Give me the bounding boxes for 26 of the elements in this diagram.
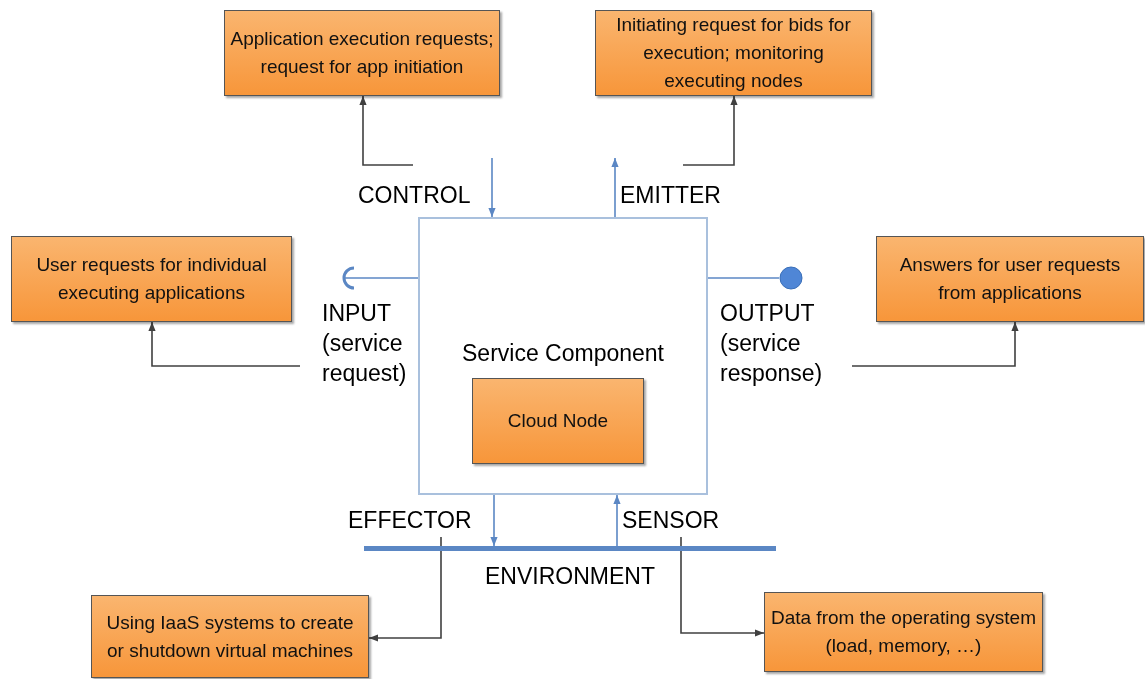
port-label: INPUT (service request): [300, 298, 418, 390]
port-label: EFFECTOR: [348, 505, 494, 537]
port-arrow: [488, 157, 496, 218]
note-box: Data from the operating system (load, memory, …): [764, 592, 1043, 672]
note-box: Initiating request for bids for execution; monitoring executing nodes: [595, 10, 872, 96]
component-title: Service Component: [461, 340, 665, 367]
port-label: OUTPUT (service response): [720, 298, 852, 390]
leader-arrow: [851, 321, 1019, 367]
port-arrow: [611, 157, 619, 218]
leader-arrow: [148, 321, 301, 367]
environment-label: ENVIRONMENT: [485, 563, 655, 590]
port-label: EMITTER: [620, 165, 742, 210]
note-box: Application execution requests; request for app initiation: [224, 10, 500, 96]
leader-arrow: [368, 536, 442, 642]
leader-arrow: [680, 536, 765, 637]
port-label: CONTROL: [358, 165, 490, 210]
leader-arrow: [682, 95, 738, 166]
leader-arrow: [359, 95, 414, 166]
flow-arrow: [613, 494, 621, 547]
note-box: Using IaaS systems to create or shutdown virtual machines: [91, 595, 369, 678]
node-box: Cloud Node: [472, 378, 644, 464]
port-label: SENSOR: [622, 505, 740, 537]
flow-arrow: [490, 494, 498, 547]
component-box: [418, 217, 708, 495]
note-box: User requests for individual executing applications: [11, 236, 292, 322]
note-box: Answers for user requests from applications: [876, 236, 1144, 322]
